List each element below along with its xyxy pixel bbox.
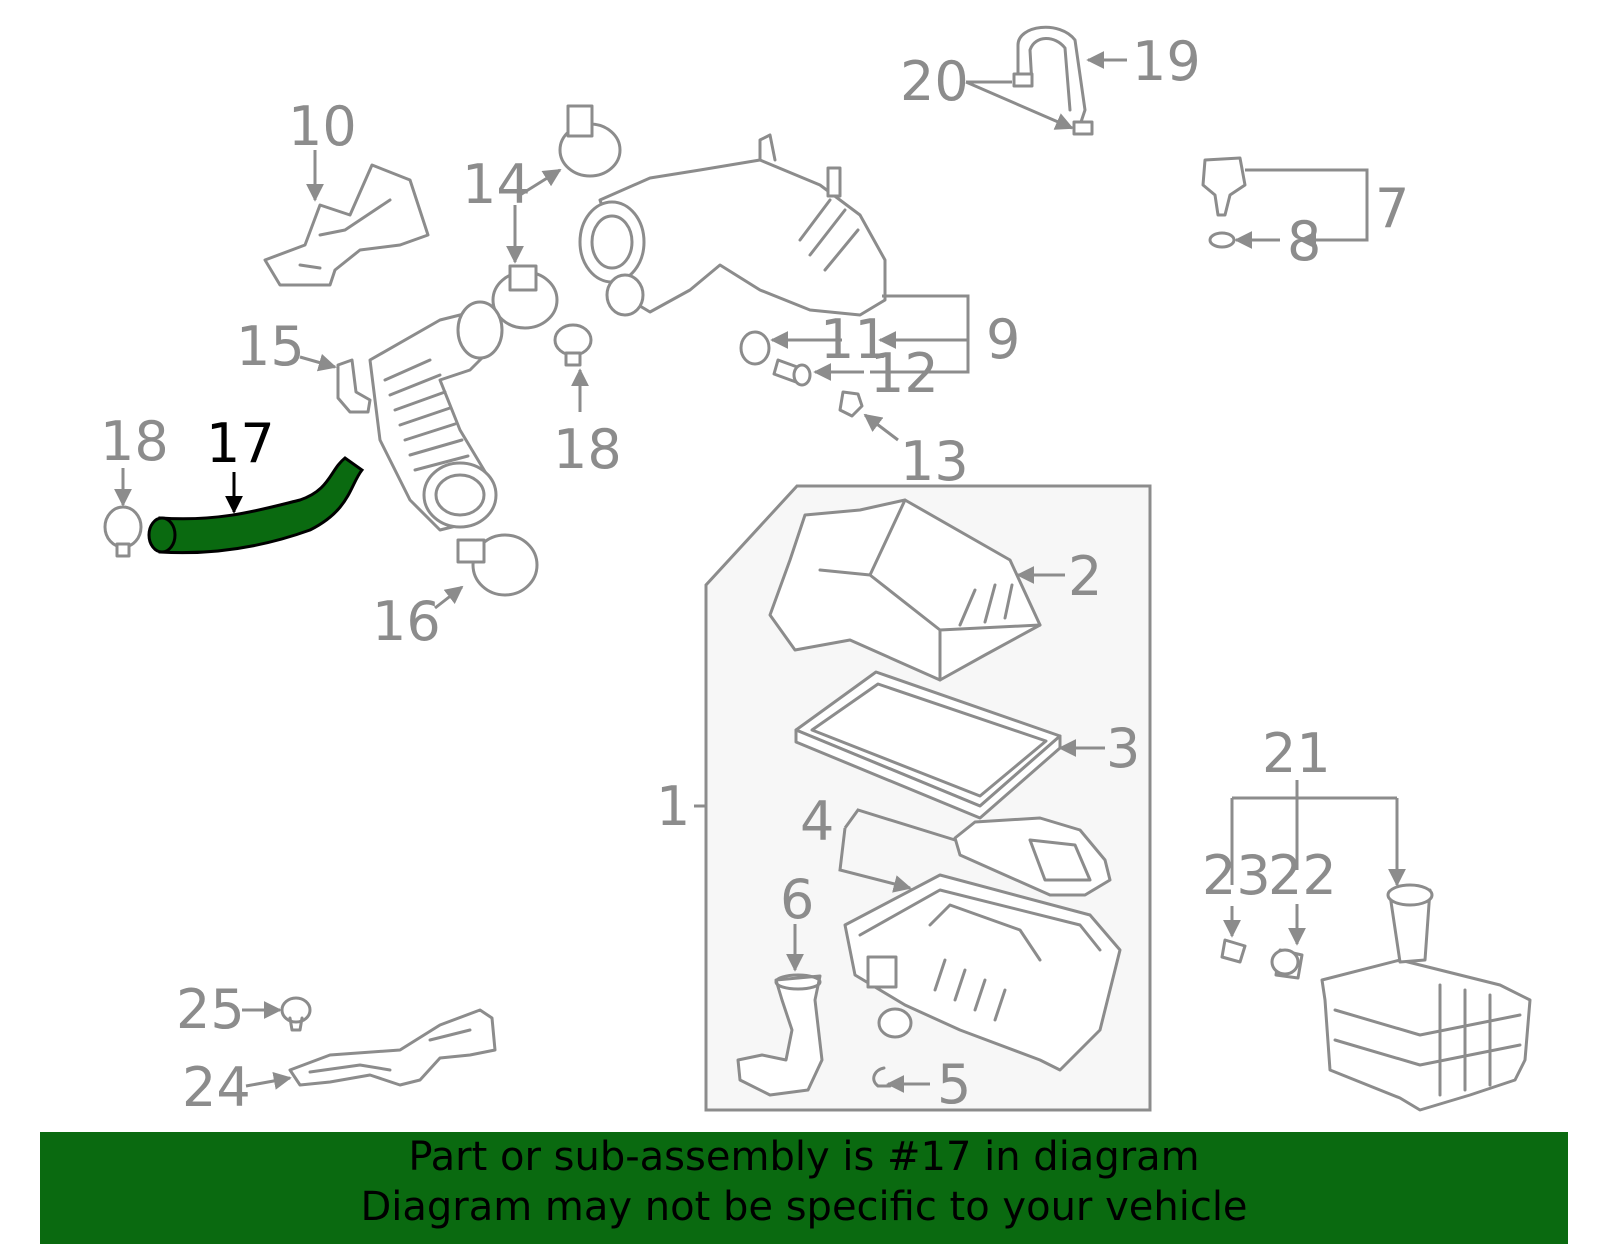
callout-1: 1: [656, 775, 690, 838]
leader-24: [245, 1072, 292, 1090]
callout-11: 11: [820, 308, 889, 371]
callout-15: 15: [236, 315, 305, 378]
leader-14-top: [519, 168, 562, 197]
lower-airbox[interactable]: [843, 873, 1122, 1072]
callout-9: 9: [986, 308, 1020, 371]
intake-bellows-hose[interactable]: [368, 300, 504, 532]
footer-line-2: Diagram may not be specific to your vehi…: [360, 1184, 1248, 1230]
callout-18-left: 18: [100, 410, 169, 473]
grommet-part-11[interactable]: [739, 330, 771, 366]
leader-16: [434, 585, 464, 610]
leader-15: [299, 353, 337, 372]
duct-part-9[interactable]: [578, 133, 887, 317]
clamp-part-18-left[interactable]: [103, 505, 143, 558]
bracket-part-10[interactable]: [263, 163, 430, 287]
clamp-part-16[interactable]: [456, 533, 539, 597]
oring-part-8[interactable]: [1208, 231, 1236, 249]
callout-16: 16: [372, 590, 441, 653]
resonator-part-21[interactable]: [1320, 883, 1532, 1112]
sensor-part-15[interactable]: [336, 358, 372, 414]
clip-part-25[interactable]: [280, 996, 312, 1032]
nut-part-13[interactable]: [838, 390, 864, 418]
sensor-part-7[interactable]: [1201, 156, 1247, 217]
callout-20: 20: [900, 50, 969, 113]
leader-9: [870, 294, 970, 374]
bolt-part-12[interactable]: [772, 358, 812, 387]
callout-13: 13: [900, 430, 969, 493]
callout-25: 25: [176, 978, 245, 1041]
callout-18-right: 18: [553, 418, 622, 481]
callout-7: 7: [1375, 177, 1409, 240]
clamp-part-14[interactable]: [491, 104, 622, 330]
leader-21: [1230, 780, 1399, 885]
clamp-part-18-right[interactable]: [553, 323, 593, 367]
callout-10: 10: [288, 95, 357, 158]
callout-8: 8: [1287, 210, 1321, 273]
callout-12: 12: [870, 342, 939, 405]
cap-part-22[interactable]: [1270, 948, 1304, 980]
callout-3: 3: [1106, 717, 1140, 780]
leader-7: [1245, 168, 1369, 240]
callout-5: 5: [937, 1053, 971, 1116]
leader-20: [965, 80, 1072, 128]
callout-6: 6: [780, 868, 814, 931]
footer-line-1: Part or sub-assembly is #17 in diagram: [408, 1134, 1200, 1180]
hose-part-19[interactable]: [1016, 25, 1087, 127]
callout-24: 24: [182, 1056, 251, 1119]
callout-19: 19: [1132, 30, 1201, 93]
leader-13: [863, 413, 899, 442]
leader-4: [838, 808, 956, 888]
callout-21: 21: [1262, 722, 1331, 785]
callout-22: 22: [1268, 844, 1337, 907]
bracket-part-24[interactable]: [288, 1008, 497, 1087]
clip-part-5[interactable]: [872, 1066, 892, 1088]
callout-17: 17: [206, 412, 275, 475]
filter-part-3[interactable]: [794, 670, 1062, 820]
insert-part-4[interactable]: [953, 816, 1112, 897]
callout-2: 2: [1068, 545, 1102, 608]
footer-banner: Part or sub-assembly is #17 in diagram D…: [40, 1132, 1568, 1244]
elbow-part-6[interactable]: [736, 973, 824, 1097]
hose-part-17[interactable]: [147, 456, 365, 555]
cover-part-2[interactable]: [768, 498, 1042, 682]
callout-4: 4: [800, 790, 834, 853]
cap-part-23[interactable]: [1220, 938, 1247, 964]
callout-23: 23: [1202, 844, 1271, 907]
callout-14: 14: [462, 153, 531, 216]
